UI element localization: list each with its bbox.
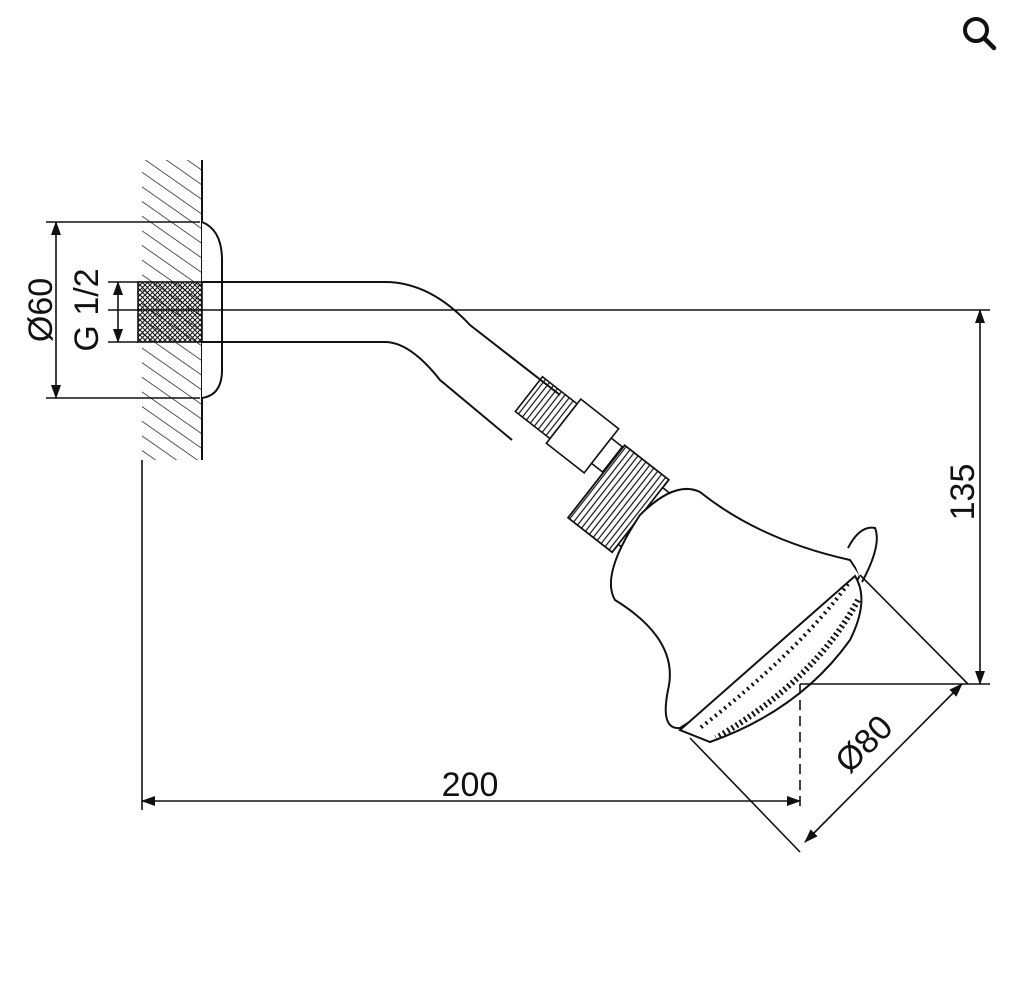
- label-wall-plate-diameter: Ø60: [22, 278, 60, 342]
- label-drop-height: 135: [944, 464, 982, 521]
- spray-face: [678, 574, 863, 744]
- shower-arm: [202, 281, 561, 441]
- dimension-head-diameter: [689, 574, 969, 853]
- zoom-search-button[interactable]: [956, 10, 1002, 56]
- dimension-wall-plate: [46, 221, 200, 399]
- spray-lever: [847, 526, 878, 583]
- label-thread-size: G 1/2: [68, 268, 106, 351]
- search-icon: [963, 17, 997, 51]
- label-projection-length: 200: [442, 766, 499, 804]
- inlet-thread: [137, 281, 203, 343]
- arm-thread-end: [514, 375, 624, 474]
- dimension-projection: [141, 460, 801, 810]
- dimension-thread: [108, 281, 138, 343]
- label-head-diameter: Ø80: [828, 708, 900, 780]
